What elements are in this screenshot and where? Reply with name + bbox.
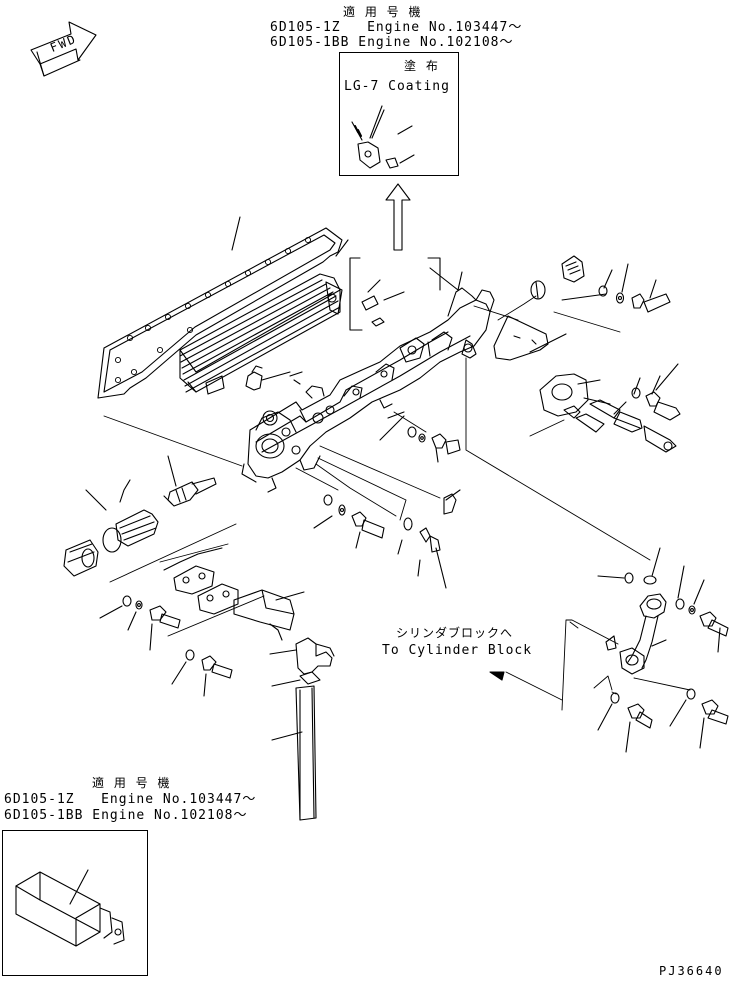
pipe-connector bbox=[197, 583, 305, 641]
flow-arrow-icon bbox=[489, 671, 505, 681]
right-middle-fasteners bbox=[563, 363, 681, 453]
top-applicable-models-heading: 適 用 号 機 bbox=[343, 5, 424, 19]
inset-detail-box bbox=[2, 830, 148, 976]
oil-pipe bbox=[605, 547, 667, 675]
oil-cooler-body bbox=[241, 267, 495, 493]
bottom-applicable-models-heading: 適 用 号 機 bbox=[92, 776, 173, 790]
drawing-code: PJ36640 bbox=[659, 964, 724, 978]
lower-left-fasteners bbox=[99, 595, 233, 697]
oil-tube bbox=[271, 685, 317, 821]
right-lower-fasteners bbox=[597, 565, 729, 753]
tee-joint bbox=[269, 637, 335, 675]
coating-title-en: LG-7 Coating bbox=[344, 79, 450, 94]
coating-detail-parts bbox=[351, 105, 415, 169]
bottom-applicable-line-2: 6D105-1BB Engine No.102108～ bbox=[4, 808, 248, 823]
filter-cover bbox=[493, 315, 567, 361]
screw-plug bbox=[561, 255, 585, 283]
detail-bracket bbox=[349, 257, 441, 331]
oil-cooler-element bbox=[179, 239, 349, 395]
bottom-applicable-line-1: 6D105-1Z Engine No.103447～ bbox=[4, 792, 257, 807]
forward-arrow-icon bbox=[30, 21, 97, 77]
bypass-valve bbox=[63, 455, 217, 577]
coating-title-jp: 塗 布 bbox=[404, 59, 441, 73]
top-applicable-line-2: 6D105-1BB Engine No.102108～ bbox=[270, 35, 514, 50]
inset-pipe-connector bbox=[15, 869, 125, 947]
oil-cooler-gasket bbox=[97, 216, 343, 399]
top-applicable-line-1: 6D105-1Z Engine No.103447～ bbox=[270, 20, 523, 35]
flange-gasket bbox=[163, 547, 223, 595]
coating-detail-box: 塗 布 LG-7 Coating bbox=[339, 52, 459, 176]
leader-lines bbox=[103, 293, 691, 711]
drain-plug bbox=[530, 280, 546, 300]
hose-clamp bbox=[271, 671, 321, 687]
right-upper-fasteners bbox=[598, 263, 671, 313]
cylinder-block-label-jp: シリンダブロックへ bbox=[396, 626, 514, 640]
cylinder-block-label-en: To Cylinder Block bbox=[382, 643, 533, 658]
center-bolts bbox=[313, 411, 461, 589]
up-arrow-icon bbox=[385, 183, 411, 251]
oil-pressure-plug bbox=[245, 365, 291, 391]
